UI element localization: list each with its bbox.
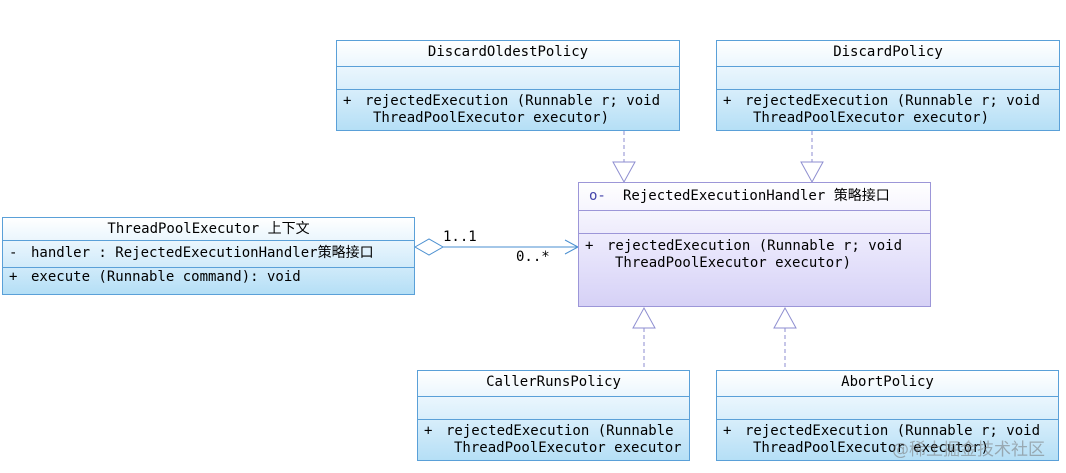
multiplicity-target: 0..* bbox=[516, 249, 550, 265]
realization-discard-oldest bbox=[612, 131, 636, 184]
aggregation-association bbox=[413, 238, 580, 256]
visibility-public: + bbox=[723, 423, 732, 439]
operation-signature: rejectedExecution (Runnable r; void bbox=[745, 93, 1041, 109]
multiplicity-source: 1..1 bbox=[443, 229, 477, 245]
divider bbox=[418, 419, 689, 420]
divider bbox=[717, 396, 1058, 397]
operation-signature-cont: ThreadPoolExecutor executor) bbox=[753, 440, 990, 456]
class-name: RejectedExecutionHandler 策略接口 bbox=[623, 188, 890, 204]
realization-caller-runs bbox=[632, 306, 656, 370]
class-caller-runs-policy[interactable]: CallerRunsPolicy + rejectedExecution (Ru… bbox=[417, 370, 690, 461]
interface-rejected-execution-handler[interactable]: o- RejectedExecutionHandler 策略接口 + rejec… bbox=[578, 182, 931, 307]
operation-signature: rejectedExecution (Runnable r; void bbox=[607, 238, 903, 254]
realization-discard bbox=[800, 131, 824, 184]
class-name: ThreadPoolExecutor 上下文 bbox=[107, 221, 310, 237]
interface-lollipop-icon: o- bbox=[589, 188, 606, 204]
divider bbox=[337, 89, 679, 90]
divider bbox=[418, 396, 689, 397]
attribute-text: handler : RejectedExecutionHandler策略接口 bbox=[31, 245, 374, 261]
interface-header: o- RejectedExecutionHandler 策略接口 bbox=[579, 185, 930, 209]
divider bbox=[717, 66, 1059, 67]
operation-signature: execute (Runnable command): void bbox=[31, 269, 301, 285]
divider bbox=[717, 89, 1059, 90]
operation-signature-cont: ThreadPoolExecutor executor) bbox=[373, 110, 610, 126]
divider bbox=[579, 210, 930, 211]
class-abort-policy[interactable]: AbortPolicy + rejectedExecution (Runnabl… bbox=[716, 370, 1059, 461]
visibility-private: - bbox=[9, 245, 18, 261]
divider bbox=[3, 267, 414, 268]
class-name: DiscardPolicy bbox=[833, 44, 943, 60]
divider bbox=[717, 419, 1058, 420]
class-discard-policy[interactable]: DiscardPolicy + rejectedExecution (Runna… bbox=[716, 40, 1060, 131]
visibility-public: + bbox=[343, 93, 352, 109]
realization-abort bbox=[773, 306, 797, 370]
operation-signature: rejectedExecution (Runnable r; void bbox=[745, 423, 1041, 439]
visibility-public: + bbox=[585, 238, 594, 254]
operation-signature: rejectedExecution (Runnable bbox=[446, 423, 674, 439]
divider bbox=[3, 240, 414, 241]
class-name: AbortPolicy bbox=[841, 374, 934, 390]
divider bbox=[579, 233, 930, 234]
visibility-public: + bbox=[9, 269, 18, 285]
operation-signature: rejectedExecution (Runnable r; void bbox=[365, 93, 661, 109]
operation-signature-cont: ThreadPoolExecutor executor) bbox=[753, 110, 990, 126]
visibility-public: + bbox=[424, 423, 433, 439]
visibility-public: + bbox=[723, 93, 732, 109]
class-discard-oldest-policy[interactable]: DiscardOldestPolicy + rejectedExecution … bbox=[336, 40, 680, 131]
class-name: CallerRunsPolicy bbox=[486, 374, 621, 390]
operation-signature-cont: ThreadPoolExecutor executor bbox=[454, 440, 682, 456]
class-name: DiscardOldestPolicy bbox=[427, 44, 589, 60]
operation-signature-cont: ThreadPoolExecutor executor) bbox=[615, 255, 852, 271]
watermark: @稀土掘金技术社区 bbox=[892, 440, 1045, 460]
class-thread-pool-executor[interactable]: ThreadPoolExecutor 上下文 - handler : Rejec… bbox=[2, 217, 415, 295]
divider bbox=[337, 66, 679, 67]
